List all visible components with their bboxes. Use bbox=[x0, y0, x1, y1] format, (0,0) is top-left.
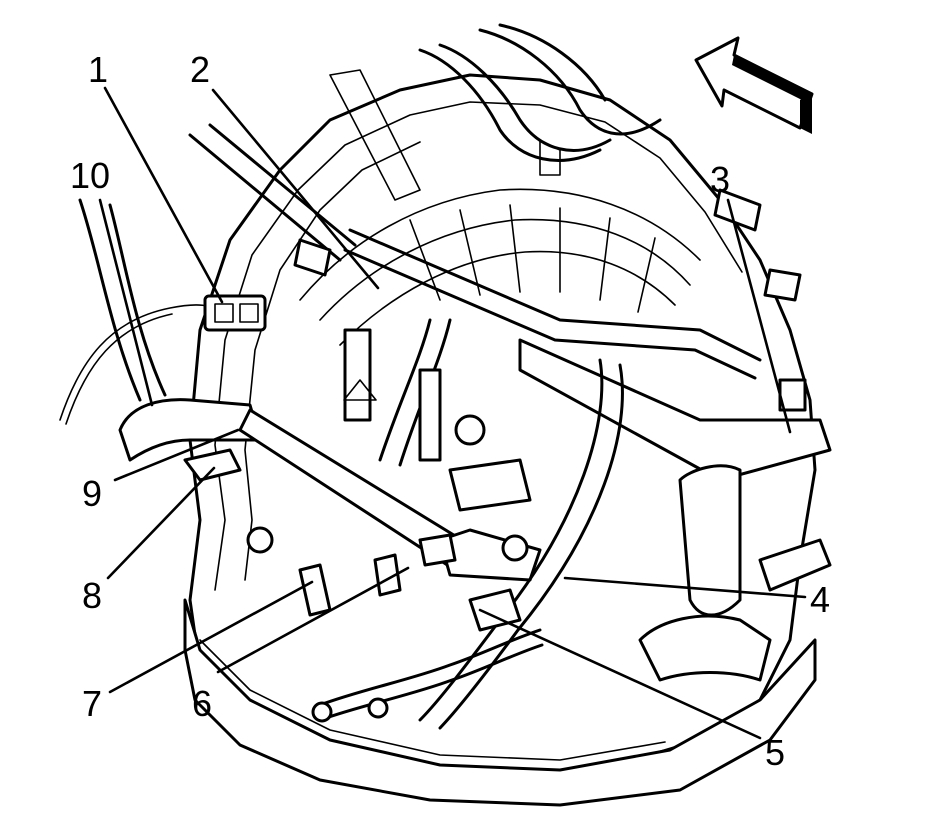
callout-labels: 1 2 3 4 5 6 7 8 9 10 bbox=[70, 49, 830, 773]
leader-9 bbox=[113, 428, 240, 482]
callout-10: 10 bbox=[70, 155, 110, 196]
forward-arrow-icon bbox=[694, 36, 814, 134]
leader-6 bbox=[216, 566, 410, 674]
leader-5 bbox=[478, 608, 762, 740]
leader-1 bbox=[103, 86, 224, 304]
callout-4: 4 bbox=[810, 579, 830, 620]
cooler-lines bbox=[118, 228, 832, 730]
wiring-harness bbox=[329, 23, 662, 201]
callout-1: 1 bbox=[88, 49, 108, 90]
leader-2 bbox=[211, 88, 380, 290]
callout-6: 6 bbox=[192, 683, 212, 724]
callout-8: 8 bbox=[82, 575, 102, 616]
upper-pipes bbox=[78, 123, 357, 402]
leader-10 bbox=[98, 198, 154, 407]
leader-8 bbox=[106, 466, 216, 580]
callout-7: 7 bbox=[82, 683, 102, 724]
brackets-and-clips bbox=[183, 188, 807, 632]
callout-2: 2 bbox=[190, 49, 210, 90]
leader-lines bbox=[98, 86, 807, 740]
callout-9: 9 bbox=[82, 473, 102, 514]
leader-7 bbox=[108, 580, 314, 694]
callout-5: 5 bbox=[765, 732, 785, 773]
sensor-wire bbox=[59, 294, 267, 425]
callout-3: 3 bbox=[710, 159, 730, 200]
leader-4 bbox=[563, 576, 807, 599]
oil-pan bbox=[183, 598, 817, 807]
leader-3 bbox=[726, 198, 792, 434]
